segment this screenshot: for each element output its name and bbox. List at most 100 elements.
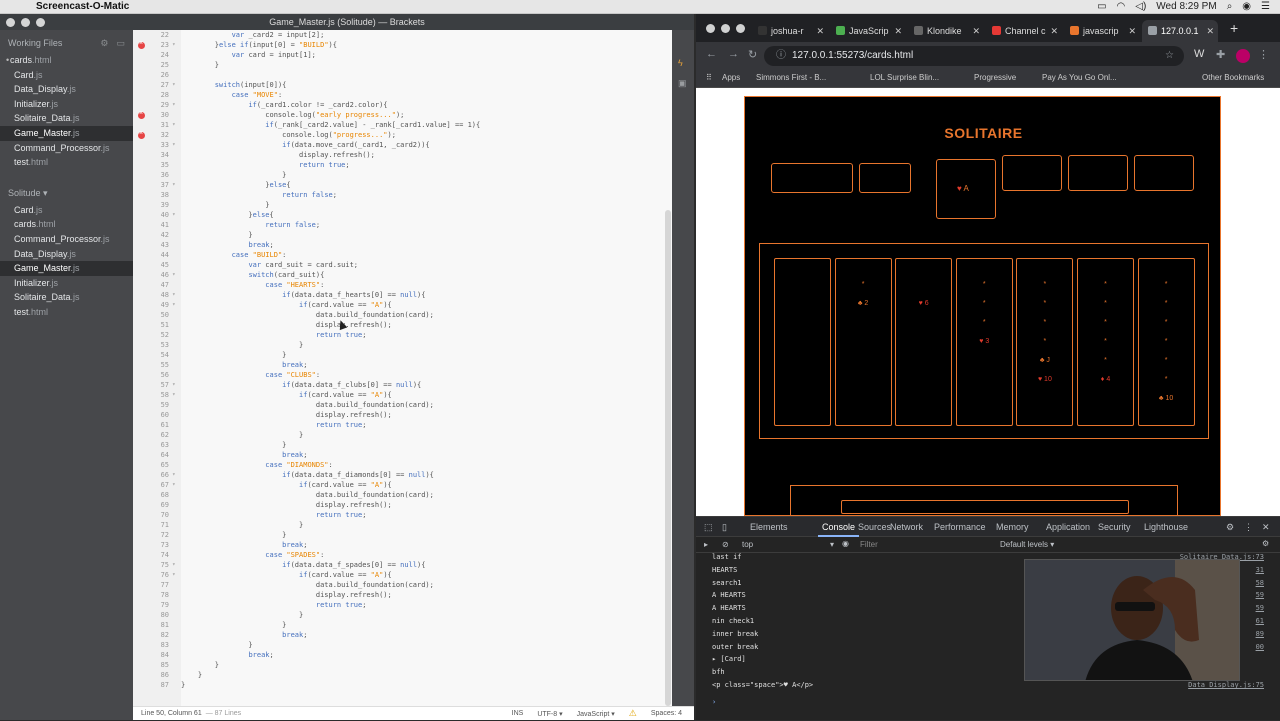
tableau-column[interactable]: ******♣ 10 bbox=[1137, 258, 1195, 426]
bookmark-star-icon[interactable]: ☆ bbox=[1165, 50, 1174, 61]
extension-manager-icon[interactable]: ▣ bbox=[678, 78, 687, 88]
inspect-icon[interactable]: ⬚ bbox=[704, 522, 713, 532]
console-source-link[interactable]: 58 bbox=[1255, 578, 1264, 587]
code-line[interactable]: 83 } bbox=[133, 640, 665, 650]
code-line[interactable]: 85 } bbox=[133, 660, 665, 670]
browser-tab[interactable]: JavaScrip✕ bbox=[830, 20, 906, 42]
tableau-column[interactable]: *♣ 2 bbox=[834, 258, 892, 426]
fold-toggle-icon[interactable]: ▾ bbox=[172, 141, 176, 148]
face-down-card[interactable]: * bbox=[982, 319, 986, 326]
code-line[interactable]: 34 display.refresh(); bbox=[133, 150, 665, 160]
console-source-link[interactable]: 89 bbox=[1255, 629, 1264, 638]
code-line[interactable]: 38 return false; bbox=[133, 190, 665, 200]
face-down-card[interactable]: * bbox=[1104, 319, 1107, 326]
profile-avatar[interactable] bbox=[1236, 49, 1250, 63]
working-file-game-master[interactable]: Game_Master.js bbox=[0, 125, 133, 141]
volume-icon[interactable]: ◁) bbox=[1135, 1, 1147, 12]
code-line[interactable]: 74 case "SPADES": bbox=[133, 550, 665, 560]
code-line[interactable]: 77 data.build_foundation(card); bbox=[133, 580, 665, 590]
chrome-zoom-button[interactable] bbox=[736, 24, 745, 33]
code-line[interactable]: 39 } bbox=[133, 200, 665, 210]
live-preview-icon[interactable]: ϟ bbox=[678, 58, 683, 68]
code-line[interactable]: 37▾ }else{ bbox=[133, 180, 665, 190]
bookmark-apps[interactable]: Apps bbox=[722, 73, 741, 82]
code-line[interactable]: 71 } bbox=[133, 520, 665, 530]
eye-icon[interactable]: ◉ bbox=[842, 539, 849, 548]
code-line[interactable]: 44 case "BUILD": bbox=[133, 250, 665, 260]
code-line[interactable]: 59 data.build_foundation(card); bbox=[133, 400, 665, 410]
face-down-card[interactable]: * bbox=[1043, 338, 1047, 345]
devtools-more-icon[interactable]: ⋮ bbox=[1244, 522, 1253, 532]
code-line[interactable]: 25 } bbox=[133, 60, 665, 70]
face-up-card[interactable]: ♣ 10 bbox=[1139, 395, 1194, 402]
devtools-tab-sources[interactable]: Sources bbox=[858, 522, 892, 532]
code-line[interactable]: 47 case "HEARTS": bbox=[133, 280, 665, 290]
code-line[interactable]: 76▾ if(card.value == "A"){ bbox=[133, 570, 665, 580]
close-tab-icon[interactable]: ✕ bbox=[972, 26, 980, 36]
wifi-icon[interactable]: ◠ bbox=[1116, 1, 1126, 12]
close-tab-icon[interactable]: ✕ bbox=[894, 26, 902, 36]
project-header[interactable]: Solitude ▾ bbox=[0, 182, 133, 203]
code-line[interactable]: 69 display.refresh(); bbox=[133, 500, 665, 510]
split-view-icon[interactable]: ▭ bbox=[116, 38, 125, 48]
clear-console-icon[interactable]: ⊘ bbox=[722, 540, 729, 549]
context-select[interactable]: top▾ bbox=[742, 540, 834, 549]
working-file-cards[interactable]: •cards.html bbox=[0, 53, 133, 68]
face-down-card[interactable]: * bbox=[1104, 281, 1107, 288]
tableau-column[interactable] bbox=[774, 258, 831, 426]
working-file-initializer[interactable]: Initializer.js bbox=[0, 97, 133, 112]
reload-icon[interactable]: ↻ bbox=[748, 49, 758, 61]
face-up-card[interactable]: ♥ 6 bbox=[896, 300, 951, 307]
filter-input[interactable]: Filter bbox=[860, 540, 878, 549]
browser-tab[interactable]: Channel c✕ bbox=[986, 20, 1062, 42]
face-down-card[interactable]: * bbox=[1043, 281, 1047, 288]
tableau-column[interactable]: ***♥ 3 bbox=[955, 258, 1013, 426]
puzzle-icon[interactable]: ✚ bbox=[1216, 49, 1226, 61]
code-line[interactable]: 23▾ }else if(input[0] = "BUILD"){ bbox=[133, 39, 665, 50]
project-file-cards[interactable]: cards.html bbox=[0, 217, 133, 232]
battery-icon[interactable]: ▭ bbox=[1097, 1, 1107, 12]
lint-error-icon[interactable] bbox=[138, 39, 145, 49]
code-line[interactable]: 50 data.build_foundation(card); bbox=[133, 310, 665, 320]
face-down-card[interactable]: * bbox=[1164, 319, 1168, 326]
code-line[interactable]: 82 break; bbox=[133, 630, 665, 640]
code-line[interactable]: 56 case "CLUBS": bbox=[133, 370, 665, 380]
code-line[interactable]: 31▾ if(_rank[_card2.value] - _rank[_card… bbox=[133, 120, 665, 130]
code-line[interactable]: 64 break; bbox=[133, 450, 665, 460]
cursor-position[interactable]: Line 50, Column 61 bbox=[141, 710, 202, 717]
line-gutter[interactable] bbox=[133, 30, 181, 706]
code-line[interactable]: 78 display.refresh(); bbox=[133, 590, 665, 600]
working-file-command-processor[interactable]: Command_Processor.js bbox=[0, 141, 133, 156]
face-down-card[interactable]: * bbox=[1164, 281, 1168, 288]
control-center-icon[interactable]: ☰ bbox=[1261, 1, 1270, 12]
face-down-card[interactable]: * bbox=[1104, 300, 1107, 307]
console-source-link[interactable]: 61 bbox=[1255, 617, 1264, 625]
kebab-menu-icon[interactable]: ⋮ bbox=[1258, 49, 1269, 61]
browser-tab[interactable]: javascrip✕ bbox=[1064, 20, 1140, 42]
fold-toggle-icon[interactable]: ▾ bbox=[172, 41, 176, 48]
project-file-data-display[interactable]: Data_Display.js bbox=[0, 247, 133, 262]
console-source-link[interactable]: Solitaire_Data.js:73 bbox=[1179, 553, 1264, 561]
console-message[interactable]: ▸ [Card] bbox=[712, 655, 1272, 667]
devtools-tab-memory[interactable]: Memory bbox=[996, 522, 1029, 532]
code-line[interactable]: 52 return true; bbox=[133, 330, 665, 340]
stock-pile[interactable] bbox=[771, 163, 853, 193]
apps-icon[interactable]: ⠿ bbox=[706, 73, 712, 82]
encoding-select[interactable]: UTF-8 ▾ bbox=[537, 710, 563, 718]
devtools-tab-console[interactable]: Console bbox=[817, 522, 860, 537]
console-message[interactable]: <p class="space">♥ A</p>Data_Display.js:… bbox=[712, 681, 1272, 693]
console-prompt[interactable]: › bbox=[712, 697, 717, 706]
code-line[interactable]: 81 } bbox=[133, 620, 665, 630]
levels-select[interactable]: Default levels ▾ bbox=[1000, 540, 1055, 549]
working-file-card[interactable]: Card.js bbox=[0, 68, 133, 83]
chrome-close-button[interactable] bbox=[706, 24, 715, 33]
code-line[interactable]: 86 } bbox=[133, 670, 665, 680]
code-line[interactable]: 40▾ }else{ bbox=[133, 210, 665, 220]
face-down-card[interactable]: * bbox=[1164, 376, 1168, 383]
code-line[interactable]: 41 return false; bbox=[133, 220, 665, 230]
project-file-initializer[interactable]: Initializer.js bbox=[0, 276, 133, 291]
bookmark-progressive[interactable]: Progressive bbox=[974, 73, 1017, 82]
other-bookmarks[interactable]: Other Bookmarks bbox=[1202, 73, 1265, 82]
